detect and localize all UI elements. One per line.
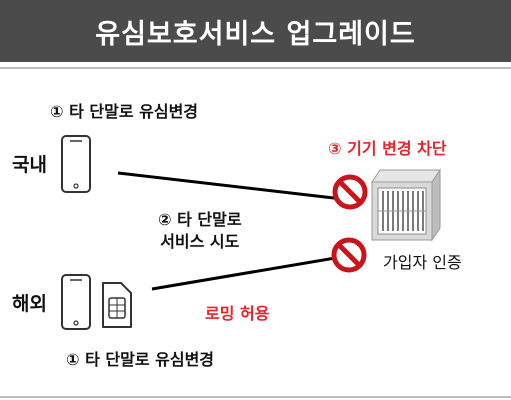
domestic-arrow [117, 171, 354, 205]
overseas-arrow [151, 251, 356, 291]
page-title: 유심보호서비스 업그레이드 [95, 18, 416, 50]
roaming-label: 로밍 허용 [205, 304, 270, 323]
subscriber-auth-label: 가입자 인증 [383, 253, 462, 272]
domestic-label: 국내 [12, 154, 47, 176]
service-attempt-line1: ② 타 단말로 [158, 210, 242, 229]
service-attempt-line2: 서비스 시도 [160, 232, 240, 251]
block-step-label: ③ 기기 변경 차단 [328, 139, 447, 158]
step-top-label: ① 타 단말로 유심변경 [50, 102, 199, 121]
prohibited-icon-bottom [331, 237, 367, 273]
domestic-smartphone-icon [61, 135, 91, 193]
title-divider [0, 67, 511, 69]
step-bottom-label: ① 타 단말로 유심변경 [66, 350, 215, 369]
sim-card-icon [102, 282, 132, 328]
overseas-smartphone-icon [61, 274, 91, 330]
overseas-label: 해외 [12, 293, 47, 315]
server-icon [371, 168, 441, 242]
title-bar: 유심보호서비스 업그레이드 [0, 0, 511, 62]
prohibited-icon-top [332, 174, 368, 210]
service-attempt-label: ② 타 단말로 서비스 시도 [158, 209, 242, 253]
bottom-divider [0, 396, 511, 398]
